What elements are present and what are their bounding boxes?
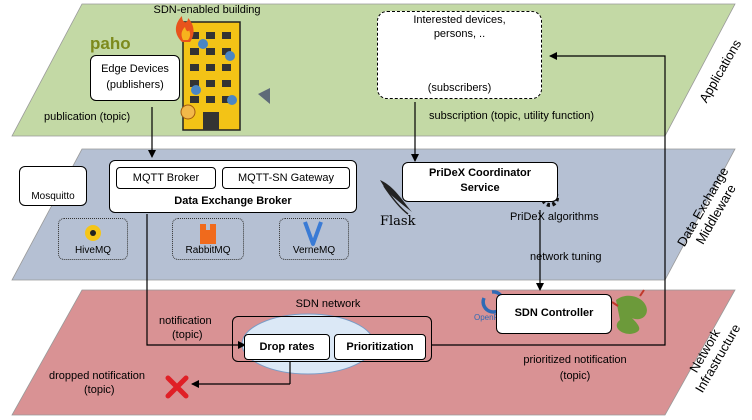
subscription-label: subscription (topic, utility function) [429,110,595,122]
sdn-controller-box: SDN Controller [496,294,612,334]
pridex-coordinator-label-1: PriDeX Coordinator [428,167,532,179]
mosquitto-box: Mosquitto [19,166,87,206]
flask-label: Flask [380,214,416,229]
edge-devices-box: Edge Devices (publishers) [90,55,180,101]
dropped-notification-label-1: dropped notification [49,370,146,382]
building-icon [180,21,270,131]
sdn-switch-box [232,316,432,362]
hivemq-icon [85,225,101,241]
building-title: SDN-enabled building [153,4,261,16]
vernemq-label: VerneMQ [292,245,336,256]
mqtt-broker-label: MQTT Broker [132,172,200,184]
drop-x-icon [165,375,189,399]
dropped-notification-label-2: (topic) [84,384,115,396]
edge-devices-label-1: Edge Devices [101,63,169,75]
fire-icon [175,16,194,42]
mqtt-broker-box: MQTT Broker [116,167,216,189]
mosquitto-label: Mosquitto [31,191,75,202]
mqtt-sn-gateway-label: MQTT-SN Gateway [238,172,334,184]
notification-arrow [146,214,246,349]
drop-rates-label: Drop rates [259,341,315,353]
openflow-label: OpenFlow [474,313,511,322]
opendaylight-dragon-icon [611,289,647,334]
vernemq-icon [303,221,323,246]
prioritized-notification-label-2: (topic) [559,370,591,382]
notification-label-1: notification [159,315,212,327]
paho-logo: paho [90,34,131,53]
pridex-coordinator-box: PriDeX Coordinator Service [402,162,558,202]
hivemq-label: HiveMQ [74,245,112,256]
data-exchange-broker-title: Data Exchange Broker [174,195,292,207]
rabbitmq-box: RabbitMQ [172,218,244,260]
prioritized-notification-label-1: prioritized notification [523,354,627,366]
sdn-controller-label: SDN Controller [514,307,594,319]
mqtt-sn-gateway-box: MQTT-SN Gateway [222,167,350,189]
subscribers-label: (subscribers) [427,82,492,94]
notification-label-2: (topic) [172,329,203,341]
prioritization-box: Prioritization [334,334,426,360]
edge-devices-label-2: (publishers) [106,79,164,91]
interested-label-2: persons, .. [433,28,486,40]
network-tuning-label: network tuning [530,251,602,263]
vernemq-box: VerneMQ [279,218,349,260]
sdn-network-label: SDN network [295,298,361,310]
flask-icon [380,180,412,215]
drop-rates-box: Drop rates [244,334,330,360]
data-exchange-broker-box: MQTT Broker MQTT-SN Gateway Data Exchang… [109,160,357,213]
rabbitmq-icon [200,224,216,244]
pridex-algorithms-label: PriDeX algorithms [510,211,599,223]
prioritization-label: Prioritization [346,341,414,353]
subscribers-box [377,11,542,99]
hivemq-box: HiveMQ [58,218,128,260]
interested-label-1: Interested devices, [413,14,506,26]
publication-label: publication (topic) [44,111,131,123]
rabbitmq-label: RabbitMQ [185,245,231,256]
prioritized-notification-arrow [432,52,666,346]
pridex-coordinator-label-2: Service [460,182,500,194]
